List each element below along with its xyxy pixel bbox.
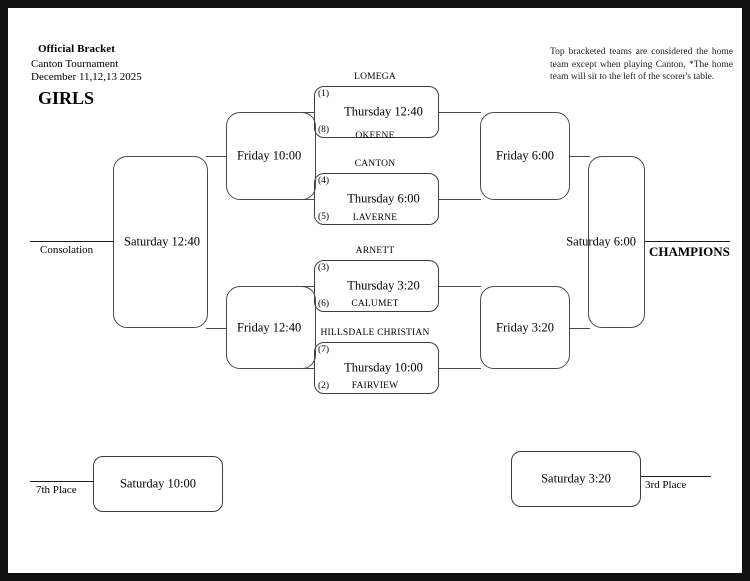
losers-semi-lower-out-line [206, 328, 227, 329]
home-team-note: Top bracketed teams are considered the h… [550, 47, 733, 82]
page-title: Official Bracket [38, 43, 116, 55]
champions-result-line [645, 241, 730, 242]
third-place-result-line [641, 476, 711, 477]
losers-semi-upper-box[interactable]: Friday 10:00 [226, 112, 316, 200]
game-3-bottom-seed: (6) [318, 299, 330, 309]
game-1-top-seed: (1) [318, 89, 330, 99]
losers-semi-lower-box[interactable]: Friday 12:40 [226, 286, 316, 369]
losers-semi-upper-out-line [206, 156, 227, 157]
game-4-box[interactable]: (7) Thursday 10:00 (2) [314, 342, 439, 394]
game-4-bottom-seed: (2) [318, 381, 330, 391]
consolation-result-line [30, 241, 114, 242]
consolation-label: Consolation [40, 244, 94, 256]
seventh-place-result-line [30, 481, 94, 482]
game-1-bottom-team: OKEENE [355, 131, 395, 141]
game-2-top-seed: (4) [318, 176, 330, 186]
winners-semi-lower-out-line [570, 328, 590, 329]
game-3-box[interactable]: (3) Thursday 3:20 (6) [314, 260, 439, 312]
game-4-time: Thursday 10:00 [344, 360, 423, 375]
consolation-box[interactable]: Saturday 12:40 [113, 156, 208, 328]
game-4-winner-line [439, 368, 481, 369]
game-3-winner-line [439, 286, 481, 287]
game-3-top-team: ARNETT [355, 246, 395, 256]
game-4-top-team: HILLSDALE CHRISTIAN [320, 328, 430, 338]
game-1-top-team: LOMEGA [354, 72, 396, 82]
game-1-bottom-seed: (8) [318, 125, 330, 135]
game-4-top-seed: (7) [318, 345, 330, 355]
game-2-winner-line [439, 199, 481, 200]
losers-semi-lower-time: Friday 12:40 [237, 320, 302, 334]
champions-label: CHAMPIONS [649, 244, 730, 259]
game-1-box[interactable]: (1) Thursday 12:40 (8) [314, 86, 439, 138]
tournament-dates: December 11,12,13 2025 [31, 71, 142, 83]
seventh-place-box[interactable]: Saturday 10:00 [93, 456, 223, 512]
game-3-bottom-team: CALUMET [351, 299, 399, 309]
winners-semi-lower-time: Friday 3:20 [496, 320, 554, 334]
game-4-bottom-team: FAIRVIEW [351, 381, 399, 391]
game-3-top-seed: (3) [318, 263, 330, 273]
winners-semi-lower-box[interactable]: Friday 3:20 [480, 286, 570, 369]
game-3-time: Thursday 3:20 [347, 278, 420, 293]
third-place-box[interactable]: Saturday 3:20 [511, 451, 641, 507]
seventh-place-time: Saturday 10:00 [119, 476, 197, 491]
game-2-top-team: CANTON [354, 159, 396, 169]
tournament-name: Canton Tournament [31, 58, 119, 70]
game-2-bottom-team: LAVERNE [352, 213, 398, 223]
bracket-page: Official Bracket Canton Tournament Decem… [8, 8, 742, 573]
winners-semi-upper-time: Friday 6:00 [496, 148, 554, 163]
division-label: GIRLS [38, 88, 95, 108]
championship-box[interactable]: Saturday 6:00 [566, 156, 645, 328]
losers-semi-upper-time: Friday 10:00 [237, 148, 302, 163]
winners-semi-upper-box[interactable]: Friday 6:00 [480, 112, 570, 200]
consolation-time: Saturday 12:40 [124, 234, 201, 249]
game-1-winner-line [439, 112, 481, 113]
championship-time: Saturday 6:00 [566, 234, 636, 249]
game-2-bottom-seed: (5) [318, 212, 330, 222]
game-2-box[interactable]: (4) Thursday 6:00 (5) [314, 173, 439, 225]
third-place-label: 3rd Place [645, 479, 687, 491]
seventh-place-label: 7th Place [36, 484, 77, 496]
winners-semi-upper-out-line [570, 156, 590, 157]
game-1-time: Thursday 12:40 [344, 104, 423, 119]
third-place-time: Saturday 3:20 [541, 471, 611, 486]
game-2-time: Thursday 6:00 [347, 191, 420, 206]
